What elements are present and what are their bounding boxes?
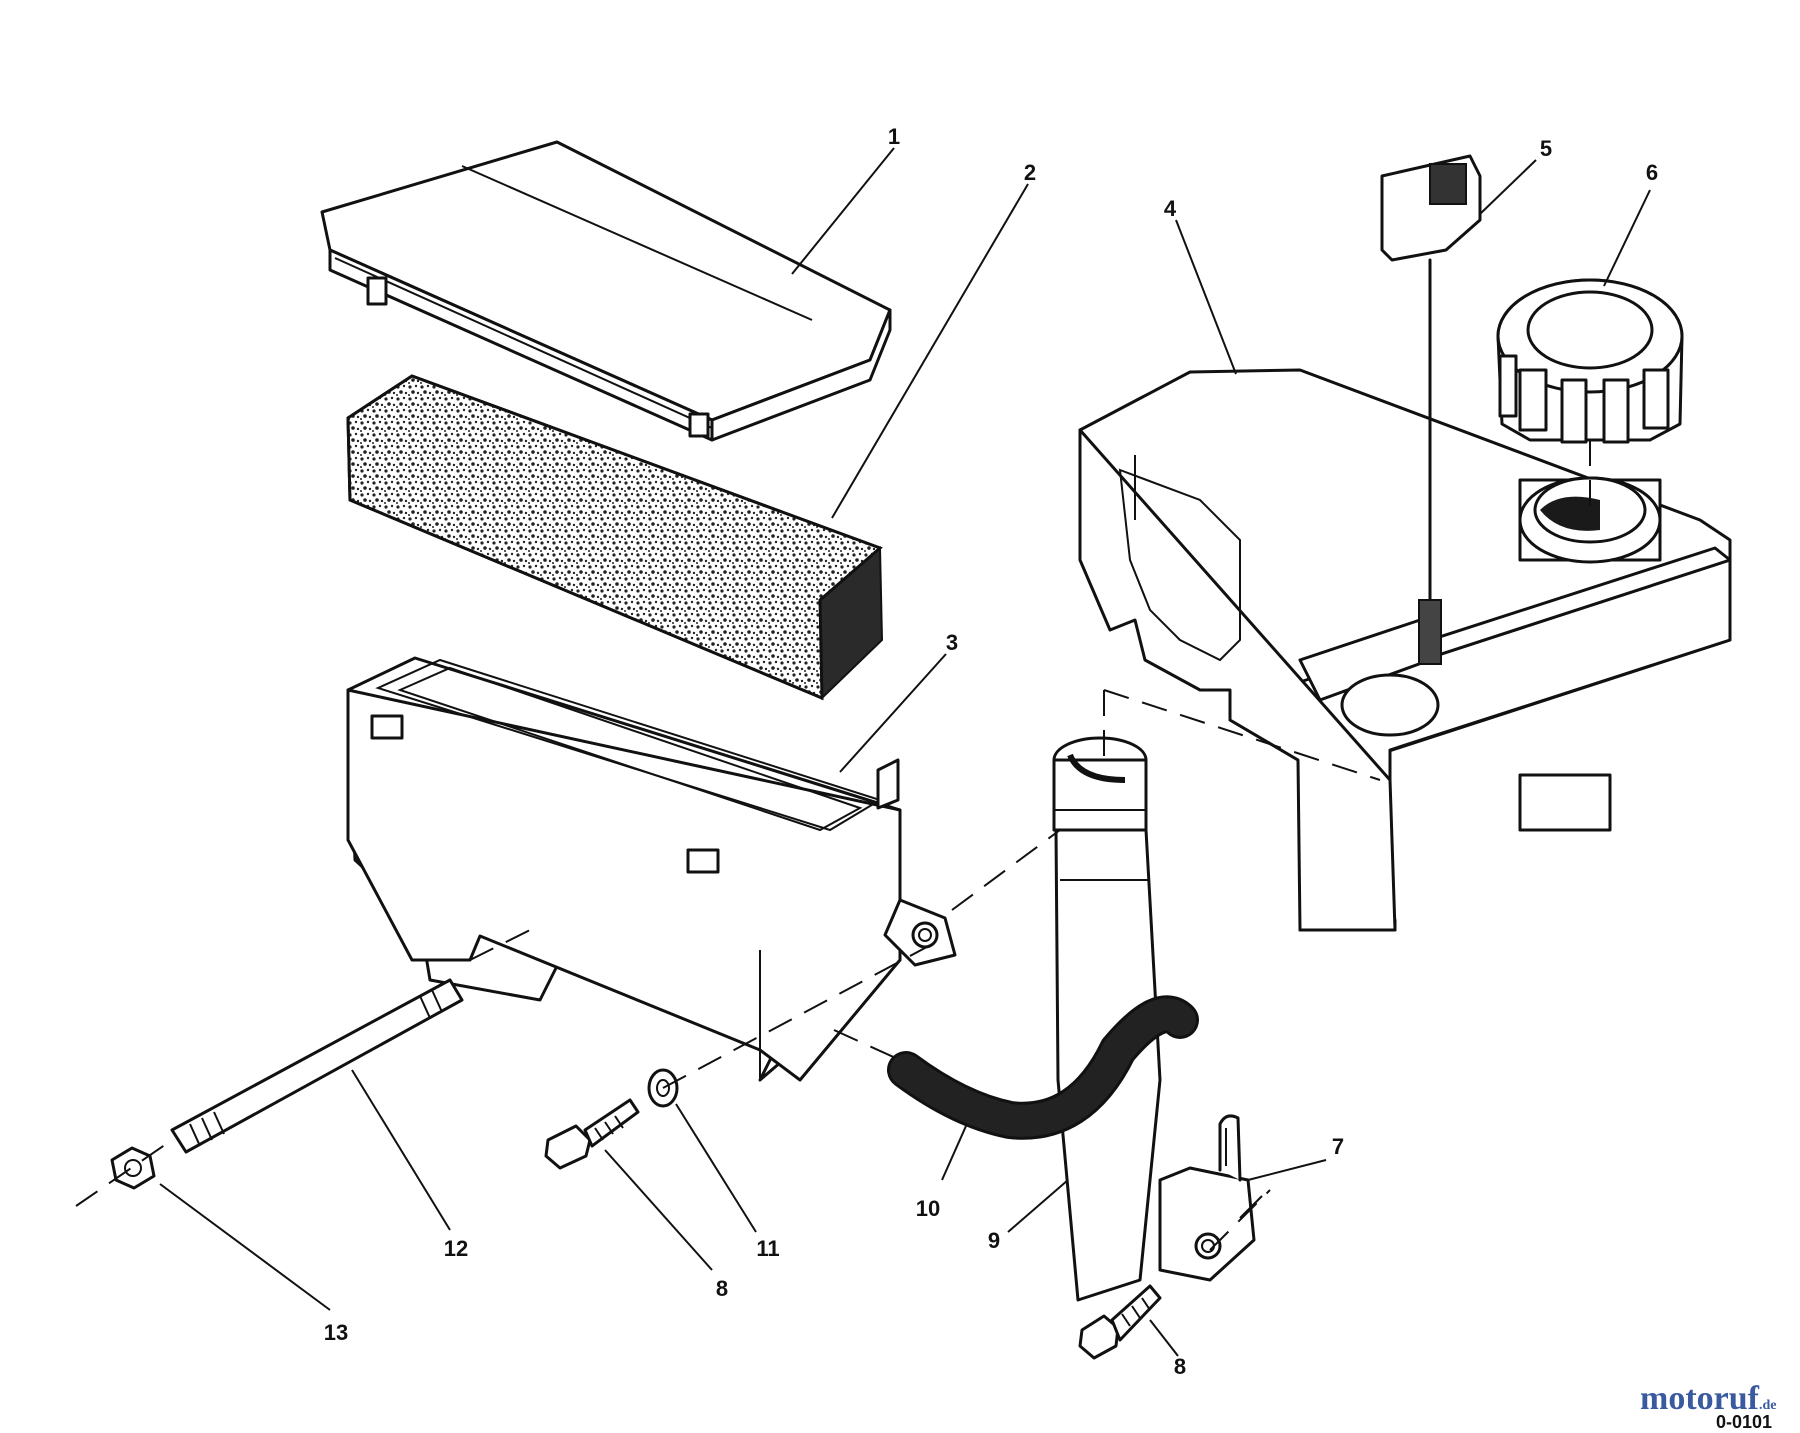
part-13-nut [110,1146,156,1190]
callout-4: 4 [1164,196,1177,221]
reference-code: 0-0101 [1716,1412,1773,1432]
assembly-guide-lines [75,440,1591,1251]
callout-3: 3 [946,630,958,655]
part-7-clip [1218,1114,1242,1182]
callout-2: 2 [1024,160,1036,185]
callout-10: 10 [916,1196,940,1221]
callout-9: 9 [988,1228,1000,1253]
part-1-air-cleaner-cover [320,140,892,442]
part-9-dipstick-tube [1052,736,1256,1302]
callout-8-left: 8 [716,1276,728,1301]
callout-13: 13 [324,1320,348,1345]
part-8-bolt-right [1078,1284,1162,1360]
callout-labels: 1 2 3 4 5 6 7 8 9 10 11 8 12 13 [324,124,1658,1379]
leader-lines [159,147,1651,1357]
callout-12: 12 [444,1236,468,1261]
callout-6: 6 [1646,160,1658,185]
callout-5: 5 [1540,136,1552,161]
watermark-text: motoruf [1640,1380,1759,1417]
watermark-tld: .de [1758,1398,1777,1413]
callout-7: 7 [1332,1134,1344,1159]
part-12-stud [170,978,464,1154]
part-5-dipstick [1380,154,1482,665]
part-10-hose [887,995,1199,1140]
part-6-fuel-cap [1496,278,1684,444]
callout-1: 1 [888,124,900,149]
part-2-foam-element [346,374,884,701]
callout-8-right: 8 [1174,1354,1186,1379]
part-8-bolt-left [544,1098,640,1170]
callout-11: 11 [756,1236,779,1261]
part-3-air-cleaner-base [346,656,957,1082]
watermark-logo: motoruf.de [1640,1380,1776,1418]
part-4-fuel-tank [1078,368,1732,932]
